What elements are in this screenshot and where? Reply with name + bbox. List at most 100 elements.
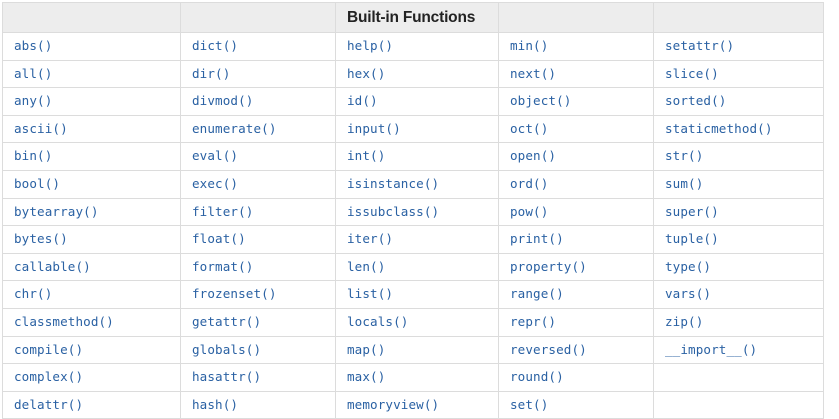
builtin-function-link[interactable]: ascii() bbox=[14, 120, 68, 136]
builtin-function-link[interactable]: bytearray() bbox=[14, 203, 99, 219]
builtin-function-link[interactable]: dict() bbox=[192, 38, 239, 53]
builtin-function-link[interactable]: len() bbox=[347, 258, 386, 274]
table-row: bin() eval() int() open() str() bbox=[2, 142, 824, 171]
table-cell: open() bbox=[498, 142, 654, 171]
builtin-function-link[interactable]: globals() bbox=[192, 341, 262, 357]
builtin-function-link[interactable]: filter() bbox=[192, 203, 254, 219]
builtin-function-link[interactable]: super() bbox=[665, 203, 719, 219]
table-cell: slice() bbox=[653, 59, 824, 89]
builtin-function-link[interactable]: set() bbox=[510, 396, 549, 412]
builtin-function-link[interactable]: bool() bbox=[14, 175, 61, 191]
builtin-function-link[interactable]: tuple() bbox=[665, 231, 719, 247]
table-header: Built-in Functions bbox=[2, 2, 824, 33]
table-cell: reversed() bbox=[498, 335, 654, 365]
builtin-function-link[interactable]: isinstance() bbox=[347, 175, 440, 191]
table-row: bytearray() filter() issubclass() pow() supe… bbox=[2, 197, 824, 227]
builtin-function-link[interactable]: id() bbox=[347, 93, 378, 109]
table-cell bbox=[653, 390, 824, 419]
table-cell: bin() bbox=[2, 142, 181, 171]
table-cell: next() bbox=[498, 59, 654, 89]
builtin-function-link[interactable]: iter() bbox=[347, 231, 394, 247]
builtin-function-link[interactable]: help() bbox=[347, 38, 394, 53]
builtin-function-link[interactable]: chr() bbox=[14, 286, 53, 302]
table-cell: id() bbox=[335, 87, 499, 116]
builtin-function-link[interactable]: __import__() bbox=[665, 341, 758, 357]
builtin-function-link[interactable]: callable() bbox=[14, 258, 91, 274]
builtin-function-link[interactable]: classmethod() bbox=[14, 313, 114, 329]
builtin-function-link[interactable]: abs() bbox=[14, 38, 53, 53]
builtin-function-link[interactable]: all() bbox=[14, 65, 53, 81]
table-row: complex() hasattr() max() round() bbox=[2, 363, 824, 392]
builtin-function-link[interactable]: frozenset() bbox=[192, 286, 277, 302]
builtin-function-link[interactable]: format() bbox=[192, 258, 254, 274]
builtin-function-link[interactable]: complex() bbox=[14, 369, 84, 385]
builtin-function-link[interactable]: vars() bbox=[665, 286, 712, 302]
builtin-function-link[interactable]: bytes() bbox=[14, 231, 68, 247]
builtin-function-link[interactable]: open() bbox=[510, 148, 557, 164]
builtin-function-link[interactable]: eval() bbox=[192, 148, 239, 164]
builtin-function-link[interactable]: reversed() bbox=[510, 341, 587, 357]
table-cell: round() bbox=[498, 363, 654, 392]
builtin-function-link[interactable]: memoryview() bbox=[347, 396, 440, 412]
builtin-function-link[interactable]: input() bbox=[347, 120, 401, 136]
builtin-function-link[interactable]: hex() bbox=[347, 65, 386, 81]
table-cell: float() bbox=[180, 225, 336, 254]
table-cell: len() bbox=[335, 252, 499, 282]
builtin-function-link[interactable]: sum() bbox=[665, 175, 704, 191]
builtin-function-link[interactable]: list() bbox=[347, 286, 394, 302]
table-cell: getattr() bbox=[180, 307, 336, 337]
builtin-function-link[interactable]: round() bbox=[510, 369, 564, 385]
table-cell: super() bbox=[653, 197, 824, 227]
builtin-function-link[interactable]: issubclass() bbox=[347, 203, 440, 219]
builtin-function-link[interactable]: hash() bbox=[192, 396, 239, 412]
builtin-function-link[interactable]: print() bbox=[510, 231, 564, 247]
builtin-function-link[interactable]: dir() bbox=[192, 65, 231, 81]
table-cell: enumerate() bbox=[180, 114, 336, 144]
builtin-function-link[interactable]: compile() bbox=[14, 341, 84, 357]
builtin-function-link[interactable]: str() bbox=[665, 148, 704, 164]
table-row: chr() frozenset() list() range() vars() bbox=[2, 280, 824, 309]
builtin-function-link[interactable]: slice() bbox=[665, 65, 719, 81]
builtin-function-link[interactable]: float() bbox=[192, 231, 246, 247]
table-body: abs() dict() help() min() setattr() all() dir(… bbox=[2, 32, 824, 419]
builtin-function-link[interactable]: repr() bbox=[510, 313, 557, 329]
builtin-function-link[interactable]: range() bbox=[510, 286, 564, 302]
builtin-function-link[interactable]: next() bbox=[510, 65, 557, 81]
table-cell: map() bbox=[335, 335, 499, 365]
table-cell: max() bbox=[335, 363, 499, 392]
builtin-function-link[interactable]: map() bbox=[347, 341, 386, 357]
builtin-function-link[interactable]: any() bbox=[14, 93, 53, 109]
table-cell: property() bbox=[498, 252, 654, 282]
builtin-function-link[interactable]: type() bbox=[665, 258, 712, 274]
table-cell: input() bbox=[335, 114, 499, 144]
builtin-function-link[interactable]: int() bbox=[347, 148, 386, 164]
builtin-function-link[interactable]: locals() bbox=[347, 313, 409, 329]
builtin-function-link[interactable]: ord() bbox=[510, 175, 549, 191]
builtin-function-link[interactable]: bin() bbox=[14, 148, 53, 164]
table-cell: bytes() bbox=[2, 225, 181, 254]
builtin-function-link[interactable]: max() bbox=[347, 369, 386, 385]
builtin-function-link[interactable]: object() bbox=[510, 93, 572, 109]
builtin-function-link[interactable]: property() bbox=[510, 258, 587, 274]
builtin-function-link[interactable]: oct() bbox=[510, 120, 549, 136]
table-header-cell-5 bbox=[653, 2, 824, 33]
builtin-function-link[interactable]: staticmethod() bbox=[665, 120, 773, 136]
table-cell: iter() bbox=[335, 225, 499, 254]
builtin-function-link[interactable]: enumerate() bbox=[192, 120, 277, 136]
builtin-function-link[interactable]: pow() bbox=[510, 203, 549, 219]
builtin-function-link[interactable]: setattr() bbox=[665, 38, 735, 53]
table-cell: int() bbox=[335, 142, 499, 171]
builtin-function-link[interactable]: getattr() bbox=[192, 313, 262, 329]
builtin-function-link[interactable]: hasattr() bbox=[192, 369, 262, 385]
table-cell: classmethod() bbox=[2, 307, 181, 337]
builtin-function-link[interactable]: delattr() bbox=[14, 396, 84, 412]
builtin-function-link[interactable]: exec() bbox=[192, 175, 239, 191]
builtin-function-link[interactable]: min() bbox=[510, 38, 549, 53]
table-row: bytes() float() iter() print() tuple() bbox=[2, 225, 824, 254]
builtin-function-link[interactable]: divmod() bbox=[192, 93, 254, 109]
builtin-function-link[interactable]: zip() bbox=[665, 313, 704, 329]
builtin-function-link[interactable]: sorted() bbox=[665, 93, 727, 109]
table-header-cell-1 bbox=[2, 2, 181, 33]
table-header-cell-2 bbox=[180, 2, 336, 33]
